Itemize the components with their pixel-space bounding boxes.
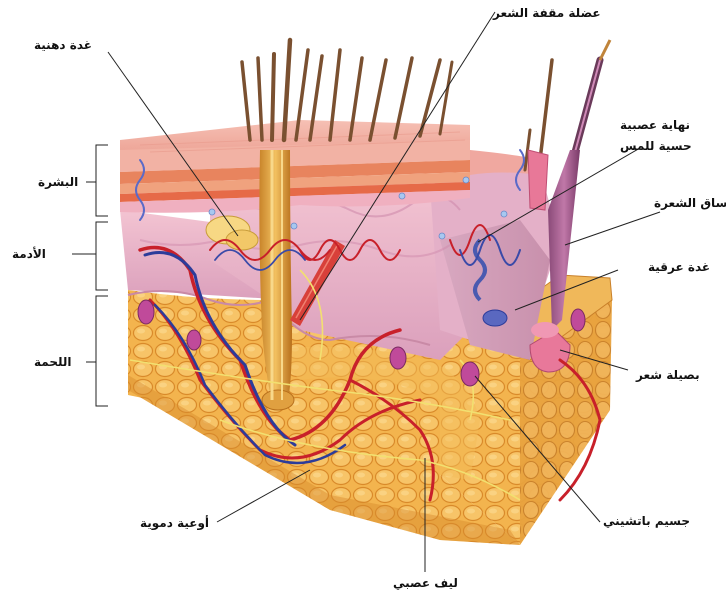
label-hair-follicle: بصيلة شعر — [636, 368, 700, 382]
label-nerve-fiber: ليف عصبي — [393, 576, 458, 590]
label-sebaceous-gland: غدة دهنية — [34, 38, 92, 52]
label-blood-vessels: أوعية دموية — [140, 516, 209, 530]
label-pacinian: جسيم باتشيني — [603, 514, 690, 528]
label-arrector-pili: عضلة مقفة الشعر — [493, 6, 601, 20]
label-epidermis: البشرة — [38, 175, 78, 189]
label-nerve-ending-2: حسية للمس — [620, 139, 692, 153]
label-hair-shaft: ساق الشعرة — [654, 196, 726, 210]
label-nerve-ending-1: نهاية عصبية — [620, 118, 690, 132]
label-sweat-gland: غدة عرقية — [648, 260, 710, 274]
label-dermis: الأدمة — [12, 247, 46, 261]
label-hypodermis: اللحمة — [34, 355, 72, 369]
